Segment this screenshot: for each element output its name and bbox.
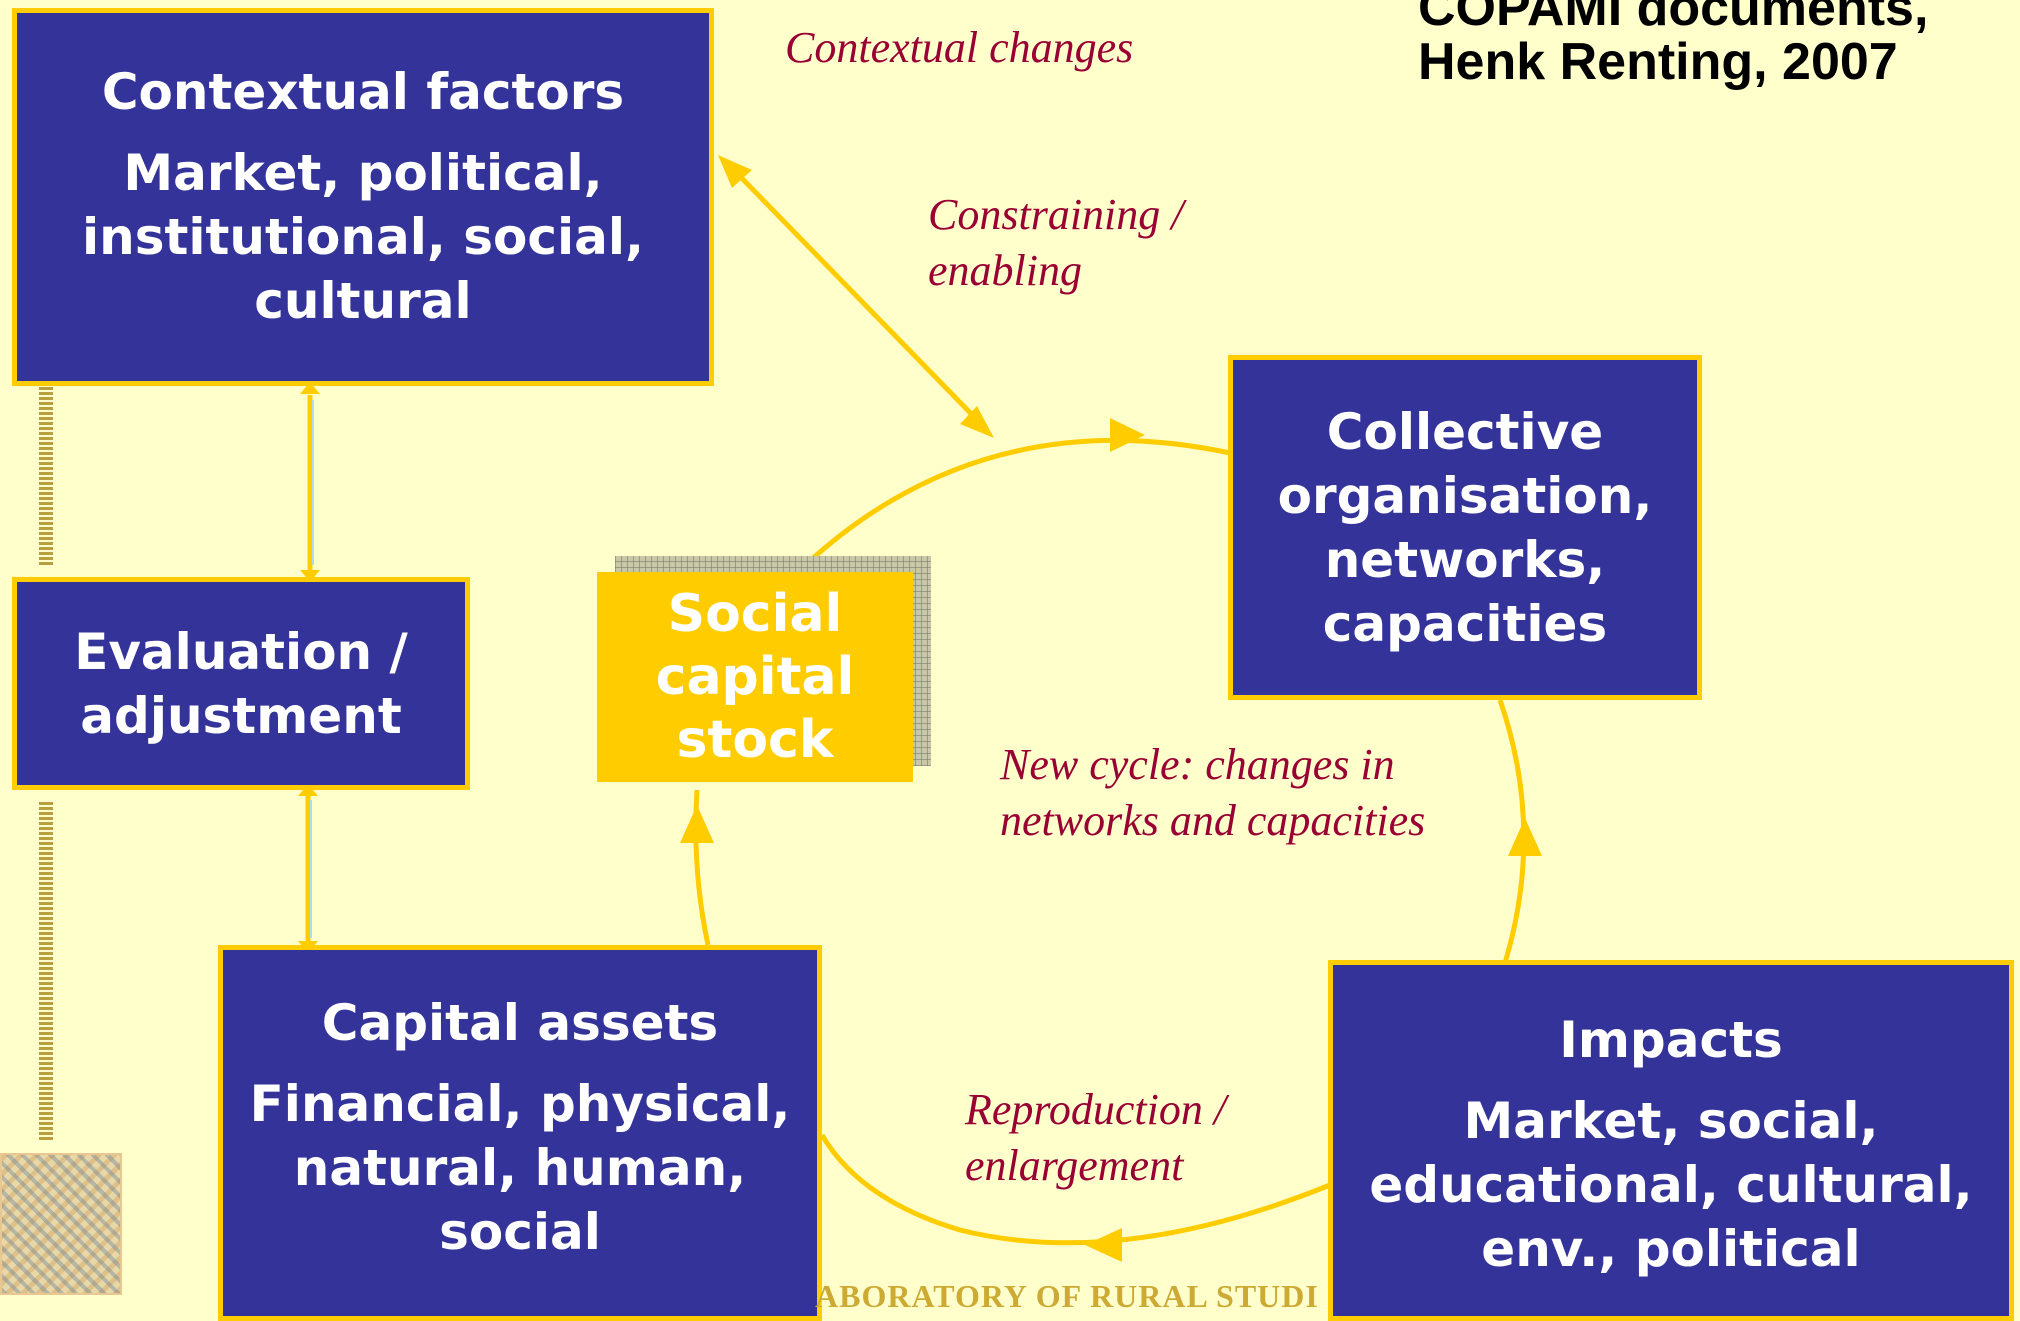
label-new-cycle: New cycle: changes in networks and capac… (1000, 740, 1426, 845)
capital-assets-title: Capital assets (321, 994, 719, 1052)
contextual-factors-box: Contextual factors Market, political, in… (12, 8, 714, 386)
contextual-to-cycle-arrow (726, 162, 987, 430)
arrowhead-evaluation-down (298, 784, 318, 796)
contextual-factors-list: Market, political, institutional, social… (81, 144, 645, 330)
impacts-title: Impacts (1559, 1011, 1783, 1069)
label-constraining-enabling: Constraining / enabling (928, 190, 1184, 295)
arrowhead-cycle-left (1085, 1228, 1122, 1262)
arrowhead-cycle-top (960, 406, 994, 438)
left-decorative-bar-bottom (39, 800, 53, 1140)
credit-line-1: COPAMI documents, (1418, 0, 1929, 37)
contextual-factors-title: Contextual factors (101, 63, 625, 121)
evaluation-adjustment-box: Evaluation / adjustment (12, 577, 470, 790)
impacts-list: Market, social, educational, cultural, e… (1369, 1092, 1973, 1278)
arrowhead-evaluation-up (300, 570, 320, 582)
credit-line-2: Henk Renting, 2007 (1418, 33, 1898, 91)
logo-thumbnail (0, 1153, 122, 1295)
arrowhead-contextual-down (300, 382, 320, 394)
label-reproduction-enlargement: Reproduction / enlargement (965, 1085, 1227, 1190)
arrowhead-cycle-up (680, 805, 714, 843)
capital-assets-list: Financial, physical, natural, human, soc… (249, 1075, 791, 1261)
capital-assets-box: Capital assets Financial, physical, natu… (218, 945, 822, 1321)
arrowhead-cycle-right (1110, 418, 1145, 452)
left-decorative-bar-top (39, 385, 53, 565)
impacts-box: Impacts Market, social, educational, cul… (1328, 960, 2014, 1321)
label-contextual-changes: Contextual changes (785, 23, 1134, 72)
footer-text: ABORATORY OF RURAL STUDI (815, 1278, 1319, 1314)
arrowhead-cycle-down (1508, 818, 1542, 856)
social-capital-stock-box: Social capital stock (597, 572, 913, 782)
arrowhead-contextual (718, 155, 752, 188)
cycle-arc-social-to-collective (798, 437, 1231, 572)
collective-organisation-box: Collective organisation, networks, capac… (1228, 355, 1702, 700)
cycle-arc-impacts-to-capital (819, 1133, 1331, 1246)
